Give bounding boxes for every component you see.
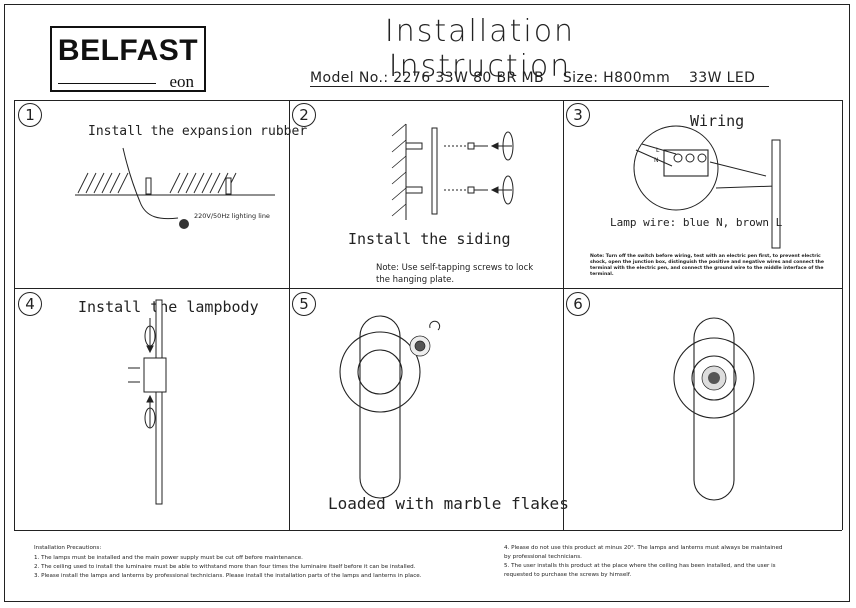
step-2-note: Note: Use self-tapping screws to lock th…: [376, 263, 534, 285]
grid-line-left: [14, 100, 15, 530]
precaution-5: 5. The user installs this product at the…: [504, 563, 776, 569]
step-1-title: Install the expansion rubber: [88, 124, 308, 139]
grid-line-col-2: [563, 100, 564, 530]
step-3-title: Wiring: [690, 112, 745, 130]
step-5-title: Loaded with marble flakes: [328, 494, 569, 513]
model-number: Model No.: 2276 33W 80 BR MB: [310, 70, 545, 86]
precaution-4-cont: by professional technicians.: [504, 554, 582, 560]
size-label: Size: H800mm: [562, 70, 671, 86]
step-number-3: 3: [566, 103, 590, 127]
page-title: Installation Instruction: [384, 14, 576, 84]
step-5-illustration: [339, 315, 441, 499]
model-line: Model No.: 2276 33W 80 BR MB Size: H800m…: [310, 70, 770, 87]
brand-sub: eon: [169, 72, 194, 91]
grid-line-top: [14, 100, 842, 101]
logo-rule: [58, 83, 156, 84]
step-3-illustration: L N: [633, 125, 781, 249]
power-label: 33W LED: [688, 70, 756, 86]
terminal-label-l: L: [656, 147, 660, 154]
step-number-5: 5: [292, 292, 316, 316]
step-4-illustration: [128, 299, 167, 505]
step-1-caption: 220V/50Hz lighting line: [194, 212, 270, 220]
precautions-heading: Installation Precautions:: [34, 545, 102, 551]
precaution-4: 4. Please do not use this product at min…: [504, 545, 783, 551]
grid-line-bottom: [14, 530, 842, 531]
step-number-6: 6: [566, 292, 590, 316]
step-6-illustration: [673, 317, 755, 501]
step-4-title: Install the lampbody: [78, 298, 259, 316]
precaution-1: 1. The lamps must be installed and the m…: [34, 555, 303, 561]
step-number-2: 2: [292, 103, 316, 127]
precaution-3: 3. Please install the lamps and lanterns…: [34, 573, 422, 579]
step-3-note: Note: Turn off the switch before wiring,…: [590, 254, 825, 277]
brand-name: BELFAST: [57, 34, 199, 67]
step-2-illustration: [391, 123, 514, 220]
terminal-label-n: N: [654, 157, 659, 164]
step-3-caption: Lamp wire: blue N, brown L: [610, 216, 783, 229]
step-number-1: 1: [18, 103, 42, 127]
grid-line-col-1: [289, 100, 290, 530]
step-1-illustration: [75, 147, 275, 229]
brand-logo: BELFAST eon: [50, 26, 206, 92]
grid-line-right: [842, 100, 843, 530]
step-number-4: 4: [18, 292, 42, 316]
instruction-sheet: [4, 4, 850, 602]
grid-line-middle: [14, 288, 842, 289]
precaution-2: 2. The ceiling used to install the lumin…: [34, 564, 416, 570]
step-2-title: Install the siding: [348, 230, 511, 248]
precaution-5-cont: requested to purchase the screws by hims…: [504, 572, 632, 578]
